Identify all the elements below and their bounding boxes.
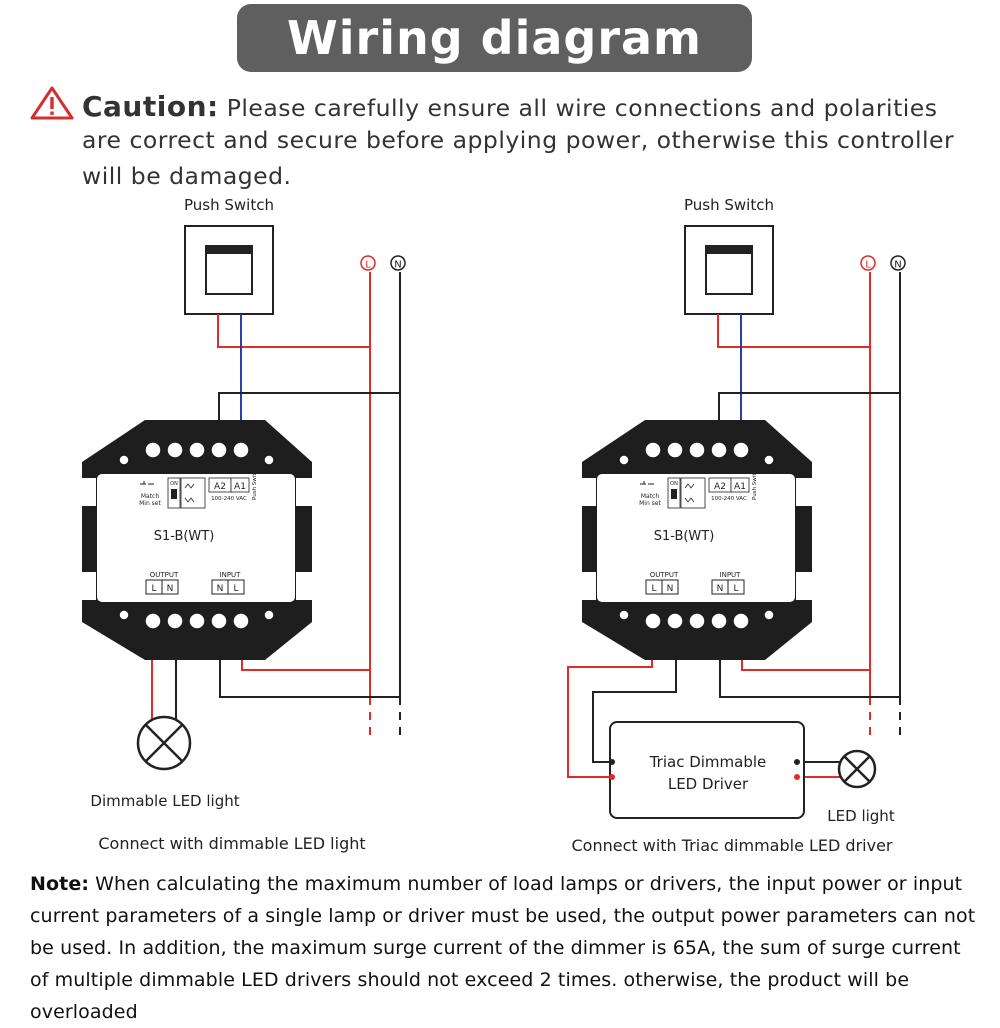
caution-block: Caution: Please carefully ensure all wir… <box>30 86 980 192</box>
left-out-n: N <box>167 584 174 594</box>
right-match-label: Match <box>641 493 660 500</box>
note-keyword: Note: <box>30 873 90 895</box>
left-caption: Connect with dimmable LED light <box>98 834 365 853</box>
right-lamp-icon <box>837 749 877 789</box>
right-neutral-label: N <box>894 260 901 271</box>
left-out-l: L <box>151 584 156 594</box>
right-input-label: INPUT <box>720 571 742 579</box>
left-on-label: ON <box>170 481 178 487</box>
right-live-marker: L <box>860 255 876 271</box>
left-push-switch-icon <box>184 225 274 315</box>
left-push-switch-small: Push Switch <box>252 466 258 500</box>
left-neutral-label: N <box>394 260 401 271</box>
left-a1-label: A1 <box>234 482 246 492</box>
left-output-label: OUTPUT <box>150 571 179 579</box>
left-in-l: L <box>233 584 238 594</box>
right-diagram: Push Switch L N <box>567 196 906 855</box>
left-input-label: INPUT <box>220 571 242 579</box>
triac-led-driver-box: Triac Dimmable LED Driver <box>609 721 805 819</box>
left-match-label: Match <box>141 493 160 500</box>
left-live-label: L <box>365 260 371 271</box>
note-text: When calculating the maximum number of l… <box>30 873 976 1023</box>
left-controller: Match Min set ON A2 A1 100-240 VAC Push … <box>80 420 312 660</box>
right-live-label: L <box>865 260 871 271</box>
page-title: Wiring diagram <box>287 11 702 65</box>
driver-label-line2: LED Driver <box>668 775 749 793</box>
right-in-n: N <box>717 584 724 594</box>
page-title-banner: Wiring diagram <box>237 4 752 72</box>
note-block: Note: When calculating the maximum numbe… <box>30 868 980 1028</box>
left-in-n: N <box>217 584 224 594</box>
wiring-diagrams: Push Switch L N <box>80 196 906 855</box>
right-controller: Match Min set ON A2 A1 100-240 VAC Push … <box>580 420 812 660</box>
right-vac-label: 100-240 VAC <box>711 496 747 502</box>
caution-text-line3: will be damaged. <box>82 162 292 190</box>
left-live-marker: L <box>360 255 376 271</box>
right-lamp-label: LED light <box>827 807 895 825</box>
left-lamp-icon <box>136 715 192 771</box>
right-out-l: L <box>651 584 656 594</box>
caution-keyword: Caution: <box>81 90 219 123</box>
right-caption: Connect with Triac dimmable LED driver <box>571 836 892 855</box>
right-a2-label: A2 <box>714 482 726 492</box>
left-min-set-label: Min set <box>139 500 161 507</box>
right-on-label: ON <box>670 481 678 487</box>
right-push-switch-icon <box>684 225 774 315</box>
left-push-switch-label: Push Switch <box>184 196 274 214</box>
left-a2-label: A2 <box>214 482 226 492</box>
right-in-l: L <box>733 584 738 594</box>
caution-text-line2: are correct and secure before applying p… <box>82 126 955 154</box>
left-neutral-marker: N <box>390 255 406 271</box>
caution-text-line1: Please carefully ensure all wire connect… <box>226 94 938 122</box>
left-vac-label: 100-240 VAC <box>211 496 247 502</box>
warning-triangle-icon <box>30 86 74 120</box>
right-device-model: S1-B(WT) <box>654 529 715 544</box>
right-output-label: OUTPUT <box>650 571 679 579</box>
right-neutral-marker: N <box>890 255 906 271</box>
right-min-set-label: Min set <box>639 500 661 507</box>
right-push-switch-label: Push Switch <box>684 196 774 214</box>
right-out-n: N <box>667 584 674 594</box>
left-device-model: S1-B(WT) <box>154 529 215 544</box>
driver-label-line1: Triac Dimmable <box>649 753 767 771</box>
right-push-switch-small: Push Switch <box>752 466 758 500</box>
left-lamp-label: Dimmable LED light <box>90 792 239 810</box>
right-a1-label: A1 <box>734 482 746 492</box>
left-diagram: Push Switch L N <box>80 196 406 853</box>
